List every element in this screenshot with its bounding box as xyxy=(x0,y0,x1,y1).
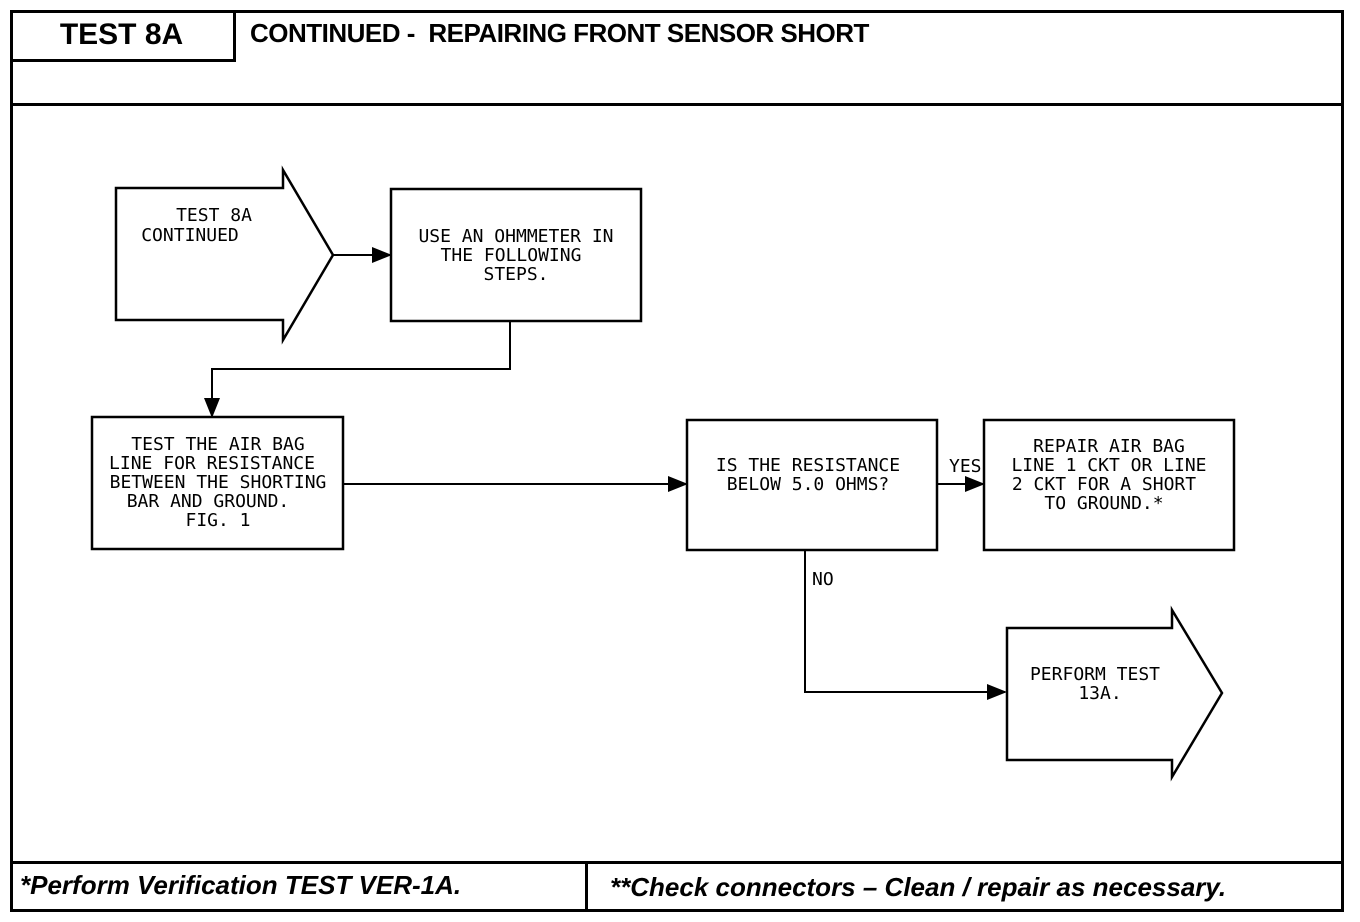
repair-text: REPAIR AIR BAG LINE 1 CKT OR LINE 2 CKT … xyxy=(1011,436,1206,514)
step2-line: BETWEEN THE SHORTING xyxy=(110,472,327,493)
footer-connectors-note: **Check connectors – Clean / repair as n… xyxy=(610,872,1227,902)
start-text: TEST 8A CONTINUED xyxy=(141,205,252,246)
header-bar xyxy=(10,10,1344,106)
repair-box xyxy=(982,418,1236,552)
decision-text: IS THE RESISTANCE BELOW 5.0 OHMS? xyxy=(716,455,900,495)
step2-line: TEST THE AIR BAG xyxy=(131,434,304,455)
footer-divider xyxy=(585,861,588,912)
step2-text: TEST THE AIR BAG LINE FOR RESISTANCE BET… xyxy=(109,434,326,531)
connector-no xyxy=(804,550,1007,700)
page-frame xyxy=(10,10,1344,912)
step2-line: FIG. 1 xyxy=(185,510,250,531)
step1-line: STEPS. xyxy=(483,264,548,285)
step1-text: USE AN OHMMETER IN THE FOLLOWING STEPS. xyxy=(418,226,613,285)
perform-line: PERFORM TEST xyxy=(1030,664,1160,685)
footer-bar xyxy=(10,861,1344,912)
decision-line: BELOW 5.0 OHMS? xyxy=(727,474,890,495)
repair-line: 2 CKT FOR A SHORT xyxy=(1012,474,1196,495)
start-line: CONTINUED xyxy=(141,225,239,246)
footer-verification-note: *Perform Verification TEST VER-1A. xyxy=(20,870,462,900)
step2-line: LINE FOR RESISTANCE xyxy=(109,453,315,474)
start-arrow-shape xyxy=(114,165,335,345)
test-id-label: TEST 8A xyxy=(10,10,236,62)
start-line: TEST 8A xyxy=(176,205,252,226)
no-label: NO xyxy=(812,569,834,590)
decision-line: IS THE RESISTANCE xyxy=(716,455,900,476)
repair-line: REPAIR AIR BAG xyxy=(1033,436,1185,457)
step1-line: THE FOLLOWING xyxy=(441,245,582,266)
perform-text: PERFORM TEST 13A. xyxy=(1030,664,1160,704)
decision-box xyxy=(685,418,939,552)
repair-line: TO GROUND.* xyxy=(1044,493,1163,514)
repair-line: LINE 1 CKT OR LINE xyxy=(1011,455,1206,476)
step1-line: USE AN OHMMETER IN xyxy=(418,226,613,247)
perform-line: 13A. xyxy=(1078,683,1121,704)
perform-arrow-shape xyxy=(1005,605,1224,782)
yes-label: YES xyxy=(949,456,982,477)
page-title: CONTINUED - REPAIRING FRONT SENSOR SHORT xyxy=(250,18,869,48)
step1-box xyxy=(389,187,643,323)
step2-line: BAR AND GROUND. xyxy=(127,491,290,512)
connector-step1-step2 xyxy=(204,322,511,418)
